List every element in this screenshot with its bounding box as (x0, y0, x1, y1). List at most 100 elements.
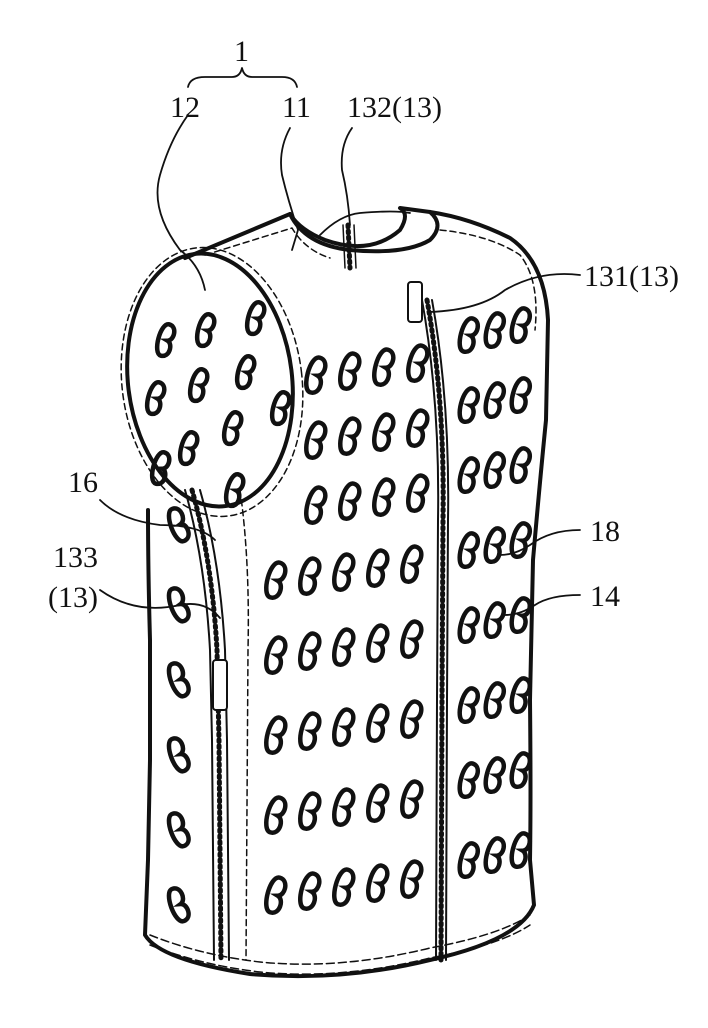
leader-11 (280, 127, 299, 251)
sleeve-stitch (120, 246, 304, 518)
hole (483, 311, 507, 349)
hole (483, 381, 507, 419)
hole (457, 686, 481, 724)
hole (366, 548, 390, 588)
hole (144, 380, 167, 417)
front-zipper-teeth (424, 297, 446, 963)
front-zipper-right (431, 299, 450, 961)
hole (234, 354, 257, 391)
hole (372, 477, 396, 517)
label-body-region: 11 (282, 91, 311, 124)
hole (154, 322, 177, 359)
hole (304, 485, 328, 525)
hole (166, 586, 191, 624)
hole (457, 606, 481, 644)
front-zipper-pull (407, 281, 423, 323)
hole (457, 316, 481, 354)
leader-18 (499, 529, 581, 556)
perforation-holes (144, 300, 533, 924)
hole (338, 351, 362, 391)
hole (166, 661, 191, 699)
hole (366, 623, 390, 663)
hole (406, 408, 430, 448)
neck-hole (288, 210, 440, 254)
hole (483, 601, 507, 639)
label-sleeve-region: 12 (170, 91, 200, 124)
hole (298, 791, 322, 831)
hole (264, 795, 288, 835)
hole (457, 531, 481, 569)
hole (406, 473, 430, 513)
hole (509, 831, 533, 869)
label-side-zipper-ref: (13) (48, 581, 98, 614)
hole (400, 699, 424, 739)
hole (298, 556, 322, 596)
label-side-panel: 16 (68, 466, 98, 499)
vest-outline (143, 206, 550, 979)
hole (304, 355, 328, 395)
hole (177, 430, 200, 467)
hole (406, 343, 430, 383)
hole (457, 761, 481, 799)
assembly-bracket (187, 67, 298, 88)
leader-16 (99, 499, 216, 541)
hole (372, 412, 396, 452)
leader-12 (156, 114, 206, 291)
hole (221, 410, 244, 447)
shoulder-stitch (204, 227, 331, 259)
hole (166, 736, 191, 774)
side-zipper-right (199, 489, 230, 961)
side-panel-seam (239, 489, 250, 961)
hole (366, 783, 390, 823)
label-assembly: 1 (234, 35, 249, 68)
front-zipper-left (421, 299, 440, 961)
side-zipper-teeth (189, 487, 224, 963)
hole (400, 859, 424, 899)
label-side-zipper-num: 133 (53, 541, 98, 574)
hole (457, 841, 481, 879)
hole (483, 526, 507, 564)
hole (509, 596, 533, 634)
label-front-zipper: 131(13) (584, 260, 679, 293)
leader-131 (429, 273, 581, 313)
hole (509, 676, 533, 714)
hole (509, 446, 533, 484)
hole (166, 886, 191, 924)
hole (509, 521, 533, 559)
hole (269, 390, 292, 427)
hole (483, 756, 507, 794)
hole (194, 312, 217, 349)
hole (223, 472, 246, 509)
sleeve-opening (125, 251, 295, 509)
hole (166, 506, 191, 544)
hole (366, 863, 390, 903)
hole (264, 715, 288, 755)
hole (338, 481, 362, 521)
leader-132 (340, 127, 353, 226)
hole (264, 635, 288, 675)
hole (298, 871, 322, 911)
hole (483, 681, 507, 719)
hole (244, 300, 267, 337)
hole (483, 836, 507, 874)
hole (332, 787, 356, 827)
right-side-stitch (439, 229, 537, 331)
hole (332, 867, 356, 907)
hem-stitch-1 (149, 914, 531, 965)
hole (264, 875, 288, 915)
hole (509, 306, 533, 344)
hole (332, 552, 356, 592)
hole (149, 450, 172, 487)
neck-zipper-teeth (345, 222, 353, 271)
hole (457, 456, 481, 494)
hem-stitch-2 (149, 924, 531, 975)
hole (483, 451, 507, 489)
hole (366, 703, 390, 743)
hole (372, 347, 396, 387)
hole (400, 544, 424, 584)
hole (332, 707, 356, 747)
hole (400, 779, 424, 819)
side-zipper-left (184, 489, 215, 961)
leader-133 (99, 589, 221, 619)
